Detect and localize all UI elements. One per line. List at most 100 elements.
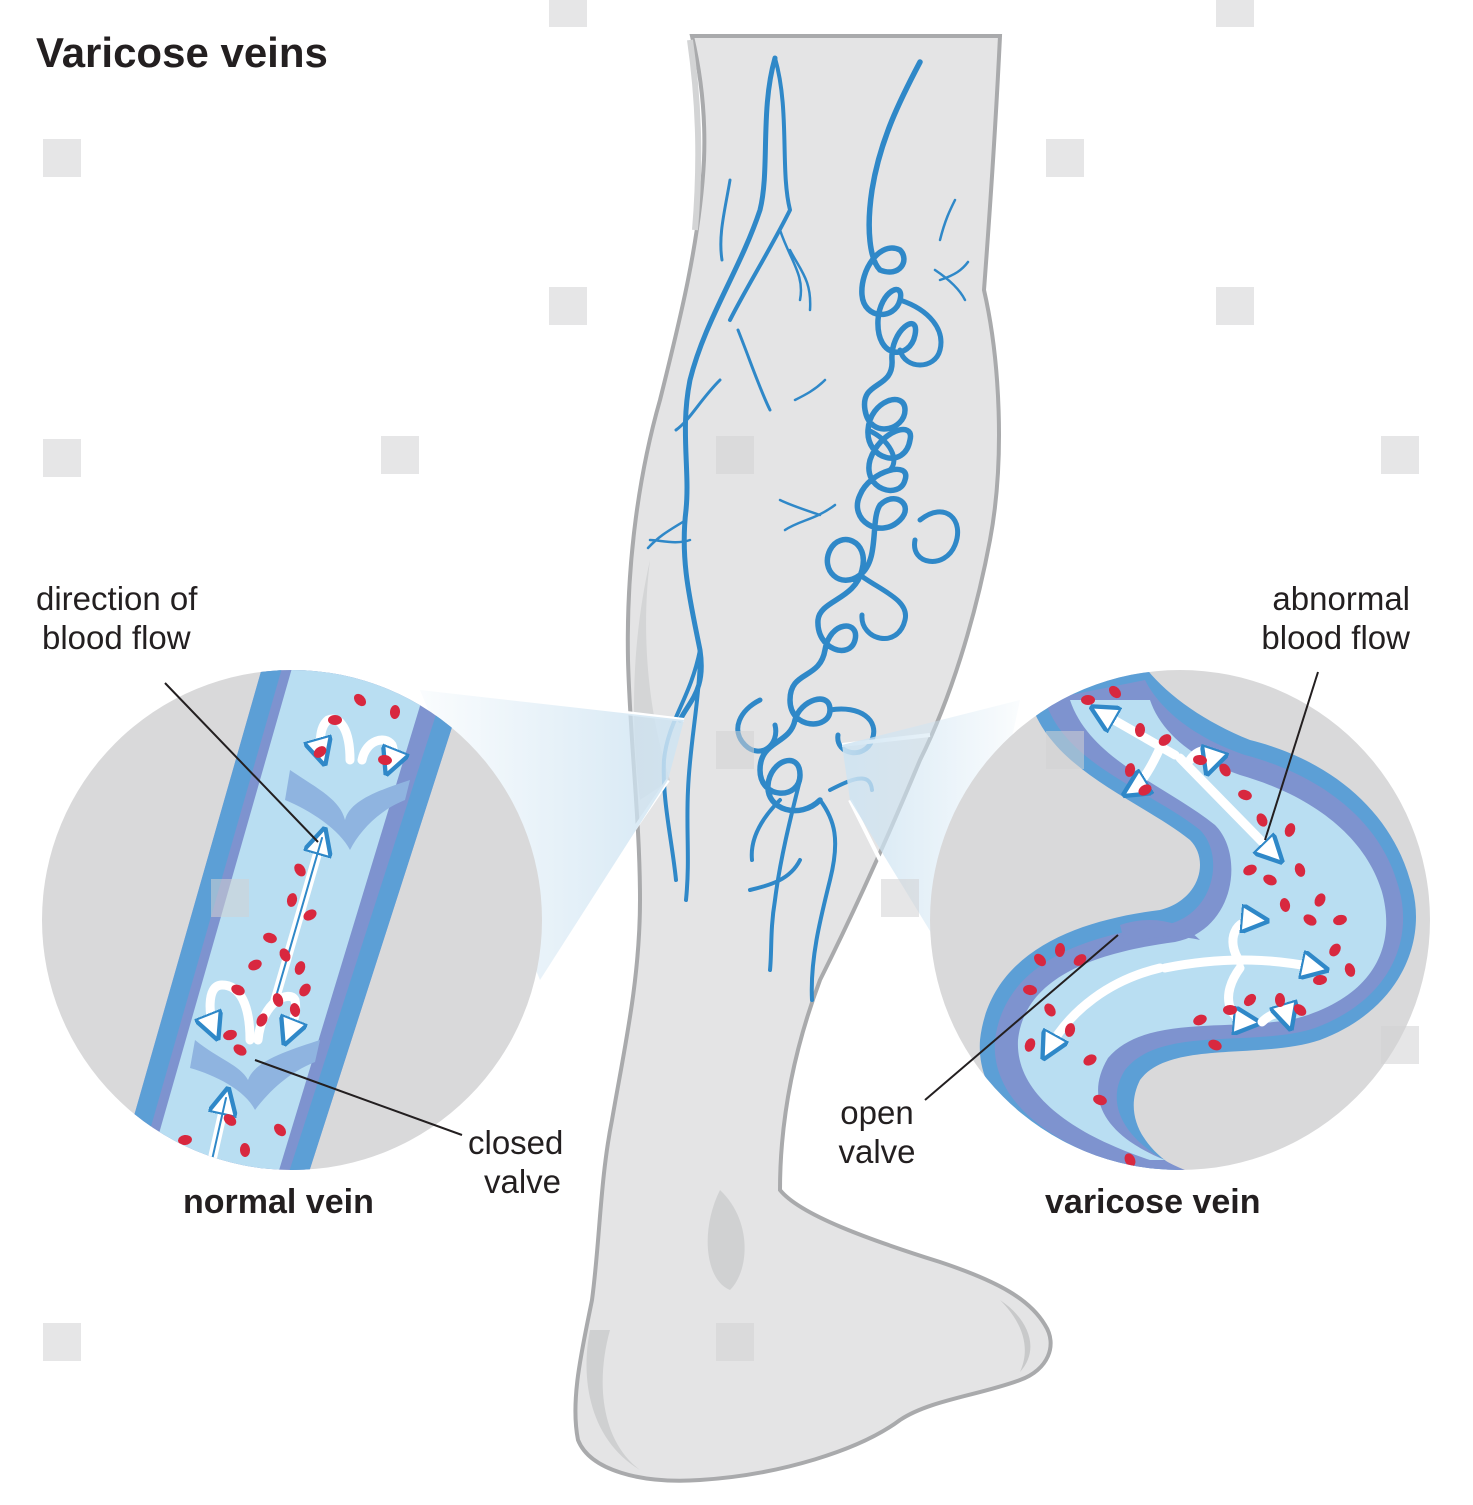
red-blood-cell — [1108, 685, 1122, 699]
normal-vein-outer-edge-2 — [280, 670, 480, 1170]
left-vein-branch-1 — [728, 56, 792, 322]
red-blood-cell — [263, 932, 277, 944]
red-blood-cell — [1333, 914, 1347, 926]
red-blood-cell — [1124, 763, 1136, 777]
watermark-square — [549, 0, 587, 27]
watermark-marks — [43, 0, 1419, 1361]
red-blood-cell — [1073, 954, 1087, 966]
red-blood-cell — [1023, 984, 1037, 996]
red-blood-cell — [328, 715, 342, 725]
red-blood-cell — [286, 893, 298, 907]
red-blood-cell — [1344, 963, 1356, 977]
watermark-square — [1381, 436, 1419, 474]
watermark-square — [43, 1323, 81, 1361]
watermark-square — [1046, 139, 1084, 177]
red-blood-cell — [223, 1029, 237, 1041]
red-blood-cell — [168, 1154, 182, 1166]
red-blood-cell — [1223, 1004, 1237, 1016]
watermark-square — [1381, 1026, 1419, 1064]
watermark-square — [1216, 0, 1254, 27]
diagram-title: Varicose veins — [36, 29, 328, 76]
red-blood-cell — [1024, 1038, 1036, 1052]
red-blood-cell — [239, 1143, 251, 1157]
direction-label-line1: direction of — [36, 580, 198, 617]
red-blood-cell — [1219, 763, 1231, 777]
red-blood-cell — [274, 1123, 286, 1137]
normal-vein-magnifier — [42, 670, 542, 1170]
left-vein-twigs — [646, 228, 812, 550]
varicose-blood-cells — [1023, 685, 1356, 1167]
red-blood-cell — [1034, 953, 1046, 967]
abnormal-leader-line — [1264, 671, 1319, 841]
red-blood-cell — [1313, 974, 1327, 986]
red-blood-cell — [389, 705, 401, 719]
watermark-square — [1216, 287, 1254, 325]
red-blood-cell — [1208, 1039, 1222, 1051]
red-blood-cell — [299, 983, 311, 997]
red-blood-cell — [1314, 893, 1326, 907]
direction-label-line2: blood flow — [42, 618, 191, 656]
heel-shading — [586, 1330, 640, 1470]
red-blood-cell — [313, 746, 327, 758]
red-blood-cell — [193, 1158, 207, 1170]
red-blood-cell — [1193, 754, 1207, 766]
watermark-square — [881, 879, 919, 917]
normal-vein-caption: normal vein — [183, 1183, 374, 1221]
varicose-vein-caption: varicose vein — [1045, 1183, 1261, 1221]
toe-shading — [1000, 1300, 1031, 1372]
watermark-square — [716, 731, 754, 769]
shin-highlight — [687, 39, 702, 231]
red-blood-cell — [1138, 784, 1152, 796]
red-blood-cell — [1256, 813, 1268, 827]
red-blood-cell — [178, 1134, 192, 1146]
closed-label-line2: valve — [484, 1162, 562, 1200]
closed-valve-upper — [285, 770, 410, 850]
open-label-line1: open — [840, 1094, 914, 1131]
watermark-square — [211, 879, 249, 917]
red-blood-cell — [1284, 823, 1296, 837]
abnormal-label-line1: abnormal — [1272, 580, 1410, 617]
red-blood-cell — [303, 909, 317, 921]
red-blood-cell — [1064, 1023, 1076, 1037]
zoom-beam-right — [842, 700, 1020, 980]
red-blood-cell — [233, 1044, 247, 1056]
watermark-square — [381, 436, 419, 474]
red-blood-cell — [1303, 914, 1317, 926]
red-blood-cell — [256, 1013, 268, 1027]
red-blood-cell — [1044, 1003, 1056, 1017]
varicose-vein-magnifier — [924, 670, 1430, 1170]
watermark-square — [43, 139, 81, 177]
normal-blood-cells — [168, 693, 401, 1170]
red-blood-cell — [1081, 695, 1095, 705]
open-label-line2: valve — [838, 1132, 916, 1170]
closed-valve-lower — [190, 1040, 320, 1110]
direction-of-blood-flow-label: direction of blood flow — [36, 580, 197, 658]
watermark-square — [716, 1323, 754, 1361]
red-blood-cell — [1054, 943, 1066, 957]
closed-label-line1: closed — [468, 1124, 564, 1161]
closed-valve-leader-line — [254, 1059, 463, 1136]
red-blood-cell — [289, 1003, 301, 1017]
closed-valve-label: closed valve — [468, 1124, 563, 1202]
abnormal-blood-flow-label: abnormal blood flow — [1200, 580, 1410, 658]
red-blood-cell — [1238, 789, 1252, 801]
red-blood-cell — [223, 1114, 237, 1126]
open-valve-label: open valve — [822, 1094, 932, 1172]
red-blood-cell — [1294, 863, 1306, 877]
leg-silhouette — [573, 34, 1053, 1483]
red-blood-cell — [1193, 1014, 1207, 1026]
red-blood-cell — [1263, 874, 1277, 886]
red-blood-cell — [279, 948, 291, 962]
red-blood-cell — [294, 961, 306, 975]
normal-flow-arrows-outline — [211, 837, 323, 1161]
red-blood-cell — [1158, 734, 1172, 746]
red-blood-cell — [378, 754, 392, 766]
red-blood-cell — [1243, 864, 1257, 876]
open-valve-flap — [1120, 920, 1200, 945]
left-vein-branch-2 — [674, 178, 772, 432]
red-blood-cell — [231, 984, 245, 996]
ankle-shading — [707, 1190, 745, 1290]
red-blood-cell — [1243, 993, 1257, 1007]
watermark-square — [43, 439, 81, 477]
